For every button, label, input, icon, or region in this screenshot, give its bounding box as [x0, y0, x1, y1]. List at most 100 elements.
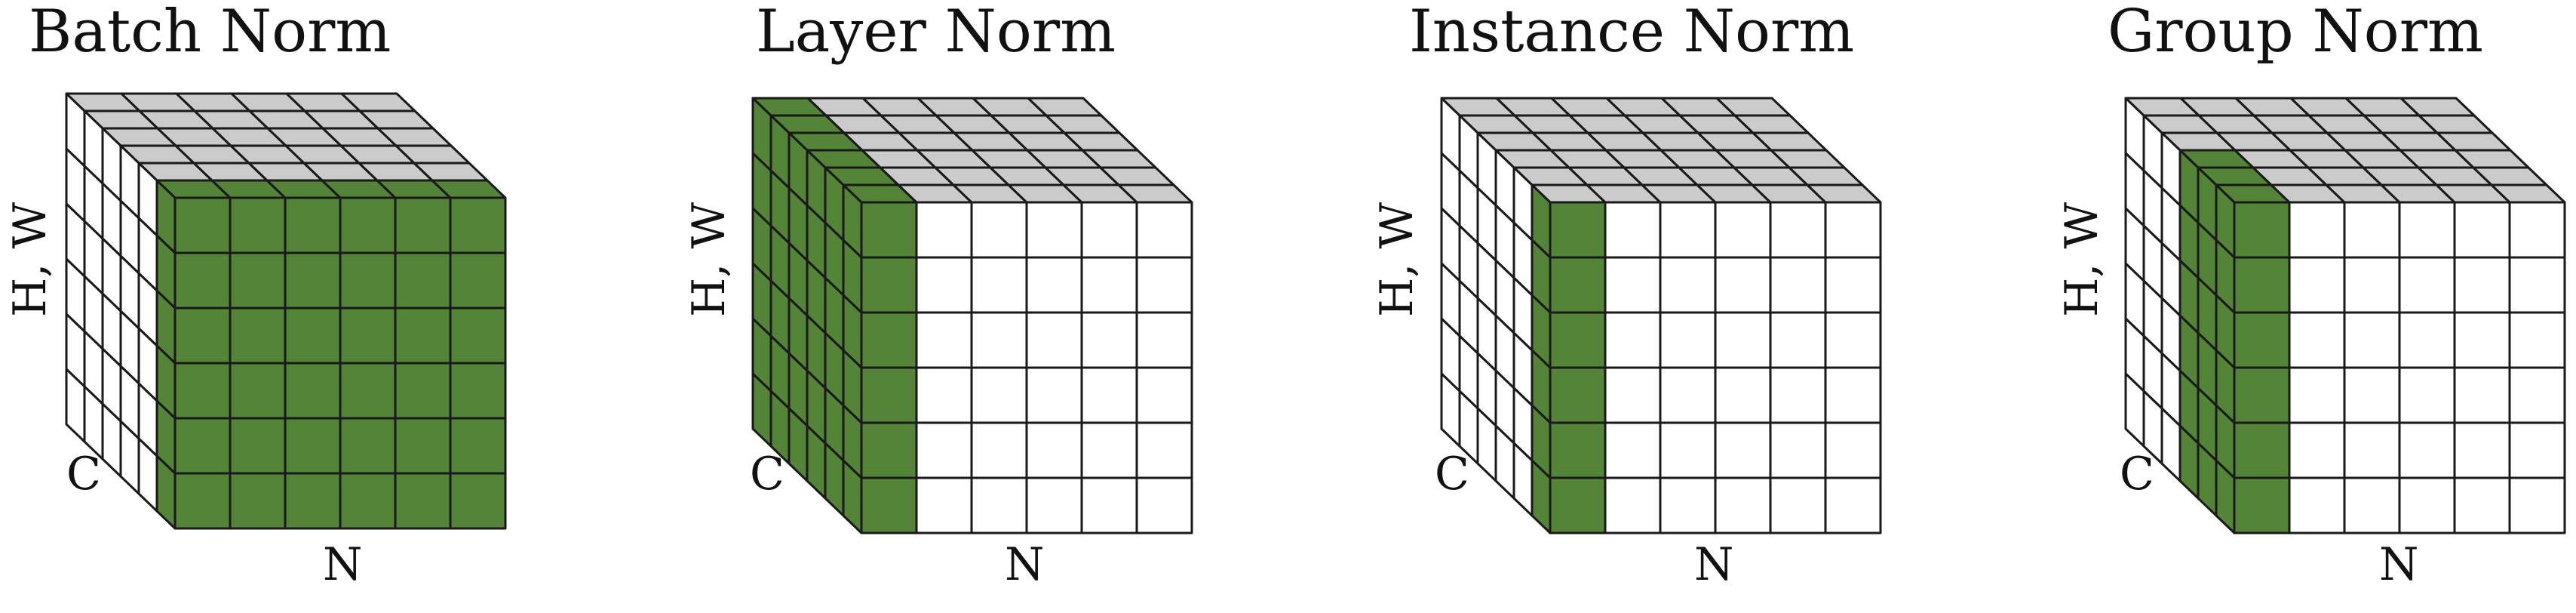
cube-front-cell — [1769, 256, 1827, 314]
cube-front-cell — [1025, 421, 1083, 479]
cube-front-cell — [229, 362, 287, 420]
cube-front-cell — [229, 306, 287, 365]
cube-front-cell — [1714, 256, 1772, 314]
cube-front-cell — [1769, 311, 1827, 369]
cube-front-cell — [2398, 311, 2456, 369]
axis-label-n: N — [1694, 538, 1734, 591]
cube-front-cell — [1769, 421, 1827, 479]
cube-front-cell — [2233, 311, 2291, 369]
cube-front-cell — [2453, 366, 2511, 424]
panel-group-norm: Group Norm H, W C N — [2056, 0, 2566, 591]
cube-front-cell — [2233, 256, 2291, 314]
cube-front-cell — [860, 256, 918, 314]
cube-front-cell — [339, 196, 397, 254]
axis-label-n: N — [2379, 538, 2419, 591]
cube-front-cell — [449, 251, 507, 310]
cube-front-cell — [2288, 366, 2346, 424]
cube-front-cell — [449, 362, 507, 420]
cube-front-cell — [2398, 421, 2456, 479]
cube-front-cell — [970, 256, 1028, 314]
cube-front-cell — [229, 196, 287, 254]
cube-front-cell — [394, 472, 452, 530]
cube-front-cell — [2343, 256, 2401, 314]
cube-front-cell — [1549, 311, 1607, 369]
axis-label-hw: H, W — [2056, 202, 2108, 317]
panel-title: Group Norm — [2108, 0, 2483, 66]
cube-front-cell — [1135, 311, 1193, 369]
cube-front-cell — [284, 196, 342, 254]
cube-front-cell — [1659, 476, 1717, 534]
cube-front-cell — [2233, 476, 2291, 534]
cube-front-cell — [1025, 311, 1083, 369]
cube-front-cell — [970, 201, 1028, 259]
cube-front-cell — [449, 417, 507, 475]
cube-front-cell — [2508, 421, 2566, 479]
cube-front-cell — [915, 366, 973, 424]
cube-front-cell — [1824, 311, 1882, 369]
cube-front-cell — [229, 472, 287, 530]
cube-front-cell — [1714, 366, 1772, 424]
cube-front-cell — [1080, 311, 1138, 369]
cube-front-cell — [1659, 256, 1717, 314]
cube-front-cell — [1769, 201, 1827, 259]
cube-front-cell — [2398, 366, 2456, 424]
cube-front-cell — [2453, 256, 2511, 314]
cube-front-cell — [1714, 476, 1772, 534]
cube-front-cell — [970, 311, 1028, 369]
cube-front-cell — [173, 362, 232, 420]
cube-front-cell — [1604, 366, 1662, 424]
cube-front-cell — [860, 201, 918, 259]
cube-front-cell — [394, 362, 452, 420]
axis-label-n: N — [323, 538, 363, 591]
cube-front-cell — [1824, 256, 1882, 314]
cube-front-cell — [1080, 366, 1138, 424]
cube-front-cell — [915, 201, 973, 259]
cube-front-cell — [860, 311, 918, 369]
cube-front-cell — [1135, 201, 1193, 259]
cube-front-cell — [1025, 366, 1083, 424]
cube-front-cell — [1080, 256, 1138, 314]
cube-front-cell — [173, 306, 232, 365]
cube-layer-norm — [751, 97, 1193, 534]
panel-layer-norm: Layer Norm H, W C N — [683, 0, 1193, 591]
cube-front-cell — [1549, 366, 1607, 424]
cube-front-cell — [449, 306, 507, 365]
cube-front-cell — [173, 417, 232, 475]
cube-front-cell — [970, 476, 1028, 534]
cube-front-cell — [915, 256, 973, 314]
axis-label-c: C — [66, 448, 101, 501]
cube-front-cell — [2233, 421, 2291, 479]
cube-front-cell — [1714, 201, 1772, 259]
cube-front-cell — [1135, 366, 1193, 424]
cube-front-cell — [1659, 311, 1717, 369]
cube-front-cell — [860, 366, 918, 424]
cube-front-cell — [2288, 476, 2346, 534]
cube-front-cell — [2288, 256, 2346, 314]
cube-front-cell — [915, 476, 973, 534]
cube-front-cell — [2343, 476, 2401, 534]
cube-front-cell — [449, 196, 507, 254]
cube-front-cell — [2508, 201, 2566, 259]
cube-front-cell — [1604, 476, 1662, 534]
cube-front-cell — [2288, 421, 2346, 479]
cube-front-cell — [2288, 201, 2346, 259]
cube-front-cell — [394, 417, 452, 475]
cube-front-cell — [2508, 256, 2566, 314]
cube-front-cell — [1824, 476, 1882, 534]
axis-label-hw: H, W — [683, 202, 735, 317]
cube-front-cell — [449, 472, 507, 530]
cube-front-cell — [339, 472, 397, 530]
axis-label-hw: H, W — [1371, 202, 1423, 317]
cube-front-cell — [1824, 421, 1882, 479]
cube-front-cell — [1080, 201, 1138, 259]
cube-front-cell — [2508, 476, 2566, 534]
cube-front-cell — [394, 251, 452, 310]
cube-front-cell — [339, 417, 397, 475]
cube-front-cell — [970, 366, 1028, 424]
cube-front-cell — [173, 251, 232, 310]
cube-front-cell — [1135, 421, 1193, 479]
cube-front-cell — [339, 362, 397, 420]
cube-front-cell — [1025, 256, 1083, 314]
cube-front-cell — [284, 472, 342, 530]
